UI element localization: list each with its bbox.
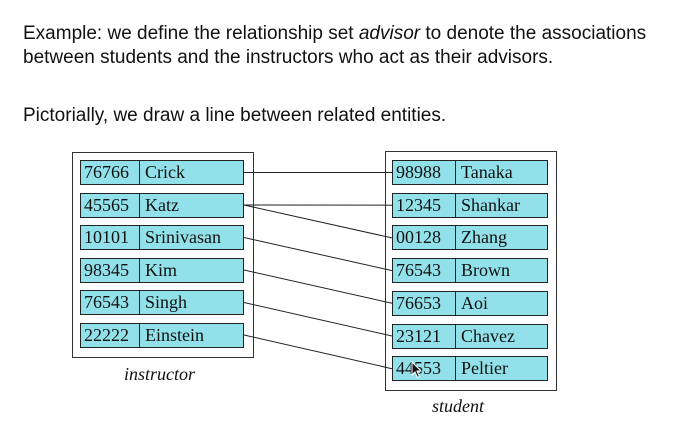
student-id: 12345: [393, 193, 456, 217]
instructor-id: 45565: [81, 193, 140, 217]
mouse-cursor-icon: [411, 361, 423, 379]
instructor-name: Einstein: [145, 324, 204, 345]
student-id: 98988: [393, 161, 456, 184]
student-id: 00128: [393, 226, 456, 250]
student-name: Peltier: [461, 358, 508, 379]
student-name: Aoi: [461, 292, 488, 313]
intro-paragraph: Example: we define the relationship set …: [23, 22, 673, 70]
instructor-name: Katz: [145, 194, 179, 215]
advisor-term: advisor: [358, 23, 421, 44]
intro-text-end: to denote the associations between stude…: [23, 23, 647, 68]
student-id: 23121: [393, 324, 456, 348]
student-name: Shankar: [461, 194, 520, 215]
advisor-link-line: [243, 204, 393, 239]
student-name: Zhang: [461, 227, 507, 248]
student-id: 76543: [393, 259, 456, 283]
instructor-id: 22222: [81, 323, 140, 347]
student-name: Chavez: [461, 325, 515, 346]
advisor-link-line: [243, 269, 393, 304]
instructor-id: 76766: [81, 161, 140, 184]
intro-text-start: Example: we define the relationship set: [23, 23, 359, 44]
student-name: Brown: [461, 260, 510, 281]
advisor-link-line: [243, 302, 393, 337]
instructor-id: 98345: [81, 258, 140, 282]
instructor-id: 10101: [81, 226, 140, 249]
instructor-name: Srinivasan: [145, 227, 221, 247]
advisor-link-line: [243, 237, 393, 272]
advisor-link-line: [243, 334, 393, 370]
instructor-name: Crick: [145, 162, 185, 182]
instructor-name: Kim: [145, 259, 178, 280]
student-caption: student: [432, 396, 484, 416]
student-id: 76653: [393, 291, 456, 315]
student-name: Tanaka: [461, 162, 513, 182]
instructor-name: Singh: [145, 292, 188, 312]
student-id: 44553: [393, 357, 456, 381]
instructor-id: 76543: [81, 291, 140, 314]
instructor-caption: instructor: [124, 364, 196, 384]
pictorial-paragraph: Pictorially, we draw a line between rela…: [23, 105, 447, 126]
